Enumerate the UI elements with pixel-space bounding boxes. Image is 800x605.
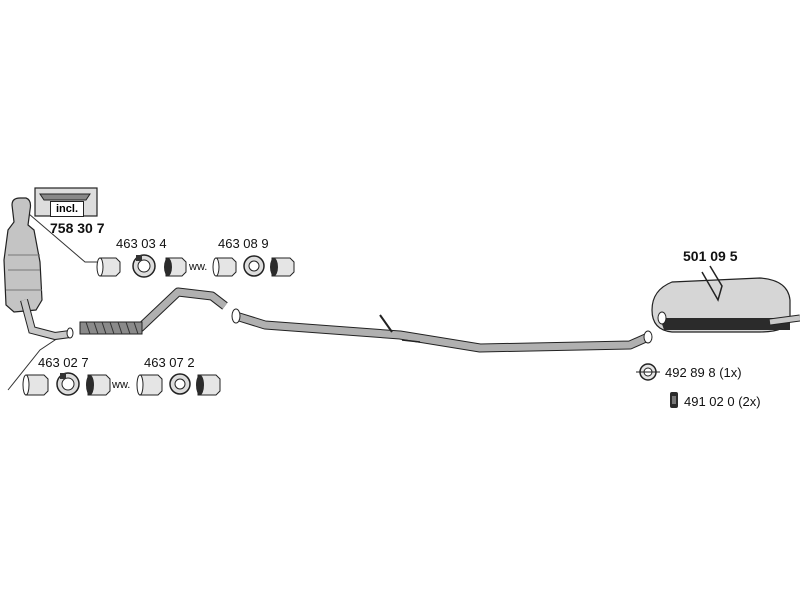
clamp-icon bbox=[270, 257, 295, 277]
clamp-icon bbox=[196, 374, 221, 396]
clamp-icon bbox=[56, 372, 80, 396]
incl-label: incl. bbox=[50, 201, 85, 217]
rear-silencer bbox=[651, 265, 800, 333]
clamp-lower-joiner: ww. bbox=[112, 379, 131, 391]
catalytic-converter-part-number: 758 30 7 bbox=[50, 220, 105, 236]
clamp-upper-second-part-number: 463 08 9 bbox=[218, 236, 269, 251]
clamp-icon bbox=[243, 255, 265, 277]
clamp-icon bbox=[22, 374, 49, 396]
clamp-lower-first-part-number: 463 02 7 bbox=[38, 355, 89, 370]
clamp-icon bbox=[212, 257, 237, 277]
rubber-mount-icon bbox=[670, 392, 678, 408]
clamp-lower-second-part-number: 463 07 2 bbox=[144, 355, 195, 370]
clamp-icon bbox=[86, 374, 111, 396]
clamp-row-upper bbox=[96, 254, 295, 278]
hanger-label: 492 89 8 (1x) bbox=[665, 365, 742, 380]
clamp-upper-first-part-number: 463 03 4 bbox=[116, 236, 167, 251]
hanger-icon bbox=[636, 363, 660, 381]
front-pipe bbox=[79, 287, 228, 335]
clamp-upper-joiner: ww. bbox=[189, 261, 208, 273]
clamp-row-lower bbox=[22, 372, 221, 396]
clamp-icon bbox=[132, 254, 156, 278]
rubber-mount-label: 491 02 0 (2x) bbox=[684, 394, 761, 409]
clamp-icon bbox=[169, 373, 191, 395]
catalytic-converter bbox=[3, 197, 74, 341]
rear-silencer-part-number: 501 09 5 bbox=[683, 248, 738, 264]
clamp-icon bbox=[136, 374, 163, 396]
clamp-icon bbox=[164, 257, 187, 277]
middle-pipe bbox=[231, 308, 653, 353]
clamp-icon bbox=[96, 257, 121, 277]
